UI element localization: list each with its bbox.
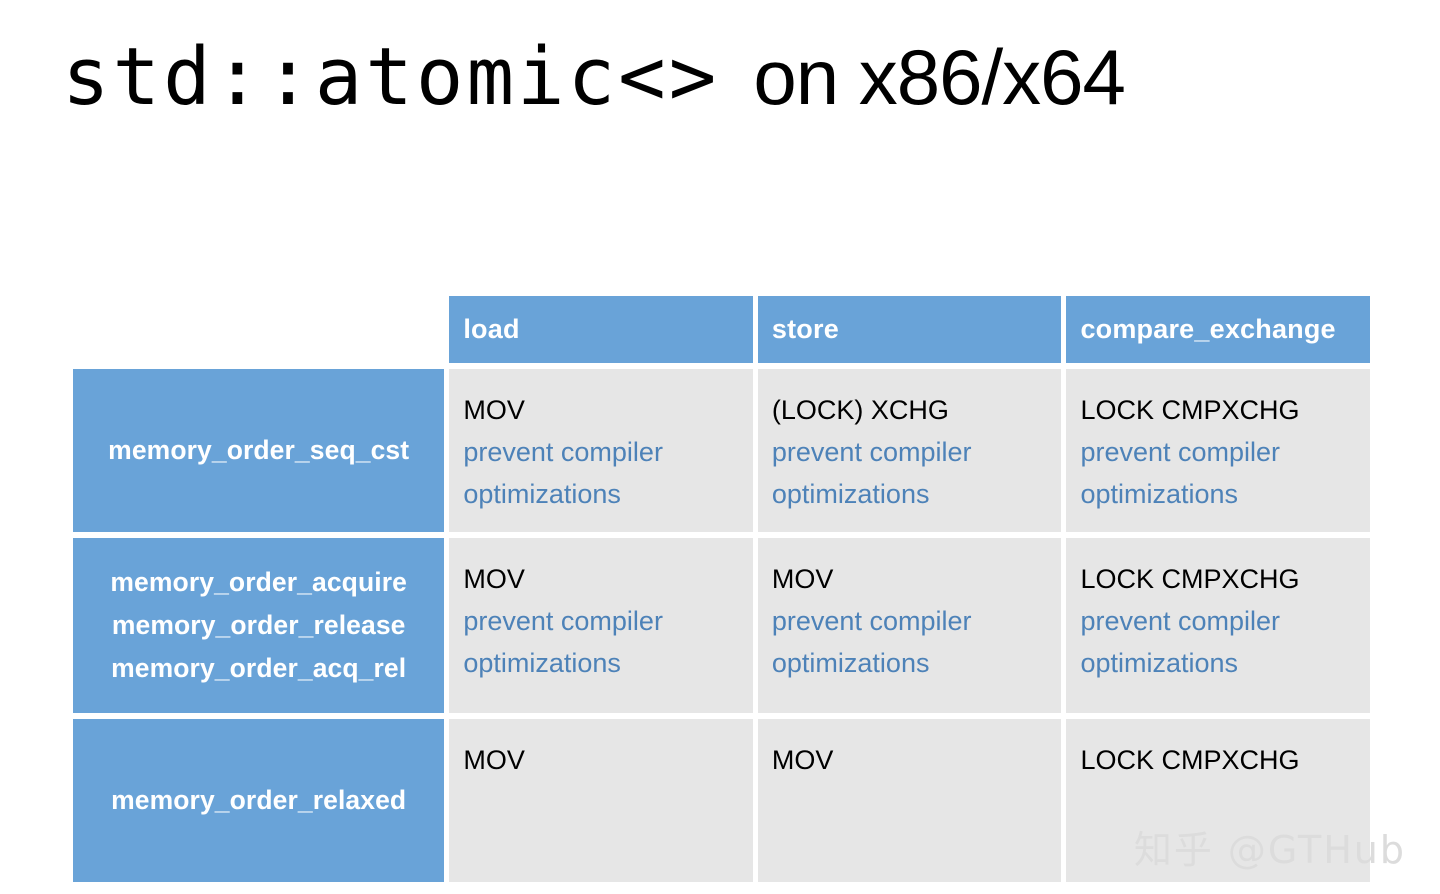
row-label-line: memory_order_release — [111, 610, 406, 641]
cell-relaxed-compare-exchange: LOCK CMPXCHG — [1066, 719, 1370, 882]
column-header-compare-exchange: compare_exchange — [1066, 296, 1370, 363]
table-row: memory_order_acquire memory_order_releas… — [73, 538, 1370, 713]
cell-instruction: MOV — [463, 395, 525, 425]
cell-note-line: optimizations — [463, 648, 621, 679]
cell-seq-cst-store: (LOCK) XCHG prevent compiler optimizatio… — [757, 369, 1062, 532]
column-header-load: load — [449, 296, 753, 363]
cell-acquire-load: MOV prevent compiler optimizations — [449, 538, 753, 713]
cell-note-line: prevent compiler — [1080, 606, 1281, 637]
cell-note-line: prevent compiler — [463, 437, 663, 468]
cell-acquire-compare-exchange: LOCK CMPXCHG prevent compiler optimizati… — [1066, 538, 1370, 713]
cell-instruction: LOCK CMPXCHG — [1080, 395, 1300, 425]
table-row: memory_order_relaxed MOV MOV LOCK CMPXCH… — [73, 719, 1370, 882]
cell-instruction: MOV — [771, 745, 834, 775]
page-title-mono-part: std::atomic<> — [62, 30, 720, 123]
table-corner-cell — [73, 296, 444, 363]
cell-relaxed-store: MOV — [757, 719, 1062, 882]
cell-instruction: LOCK CMPXCHG — [1080, 745, 1300, 775]
cell-instruction: MOV — [463, 564, 525, 594]
cell-acquire-store: MOV prevent compiler optimizations — [757, 538, 1062, 713]
page-title: std::atomic<> on x86/x64 — [62, 22, 1382, 132]
cell-note-line: optimizations — [463, 479, 621, 510]
row-label-acquire-release-acq-rel: memory_order_acquire memory_order_releas… — [73, 538, 445, 713]
row-label-relaxed: memory_order_relaxed — [73, 719, 445, 882]
memory-order-matrix-table: load store compare_exchange memory_order… — [68, 290, 1375, 888]
row-label-seq-cst: memory_order_seq_cst — [73, 369, 445, 532]
row-label-line: memory_order_relaxed — [111, 785, 407, 816]
cell-note-line: optimizations — [771, 479, 930, 510]
cell-note-line: prevent compiler — [463, 606, 663, 637]
cell-note-line: optimizations — [771, 648, 930, 679]
row-label-line: memory_order_seq_cst — [108, 435, 410, 466]
cell-note: prevent compiler optimizations — [463, 600, 753, 684]
cell-note-line: optimizations — [1080, 479, 1239, 510]
cell-note: prevent compiler optimizations — [772, 600, 1062, 684]
cell-note: prevent compiler optimizations — [463, 431, 753, 515]
cell-note-line: prevent compiler — [771, 437, 972, 468]
row-label-line: memory_order_acquire — [110, 567, 407, 598]
cell-relaxed-load: MOV — [449, 719, 753, 882]
page-title-suffix-part: on x86/x64 — [753, 33, 1126, 121]
cell-note: prevent compiler optimizations — [772, 431, 1062, 515]
cell-note-line: prevent compiler — [771, 606, 972, 637]
cell-seq-cst-load: MOV prevent compiler optimizations — [449, 369, 753, 532]
row-label-line: memory_order_acq_rel — [111, 652, 407, 683]
cell-instruction: MOV — [771, 564, 834, 594]
column-header-store: store — [757, 296, 1062, 363]
cell-instruction: LOCK CMPXCHG — [1080, 564, 1300, 594]
cell-instruction: MOV — [463, 745, 525, 775]
cell-note-line: optimizations — [1080, 648, 1239, 679]
cell-instruction: (LOCK) XCHG — [771, 395, 949, 425]
cell-seq-cst-compare-exchange: LOCK CMPXCHG prevent compiler optimizati… — [1066, 369, 1370, 532]
cell-note: prevent compiler optimizations — [1080, 431, 1370, 515]
watermark: 知乎 @GTHub — [1133, 828, 1406, 872]
table-header-row: load store compare_exchange — [73, 296, 1370, 363]
cell-note: prevent compiler optimizations — [1080, 600, 1370, 684]
table-row: memory_order_seq_cst MOV prevent compile… — [73, 369, 1370, 532]
cell-note-line: prevent compiler — [1080, 437, 1281, 468]
